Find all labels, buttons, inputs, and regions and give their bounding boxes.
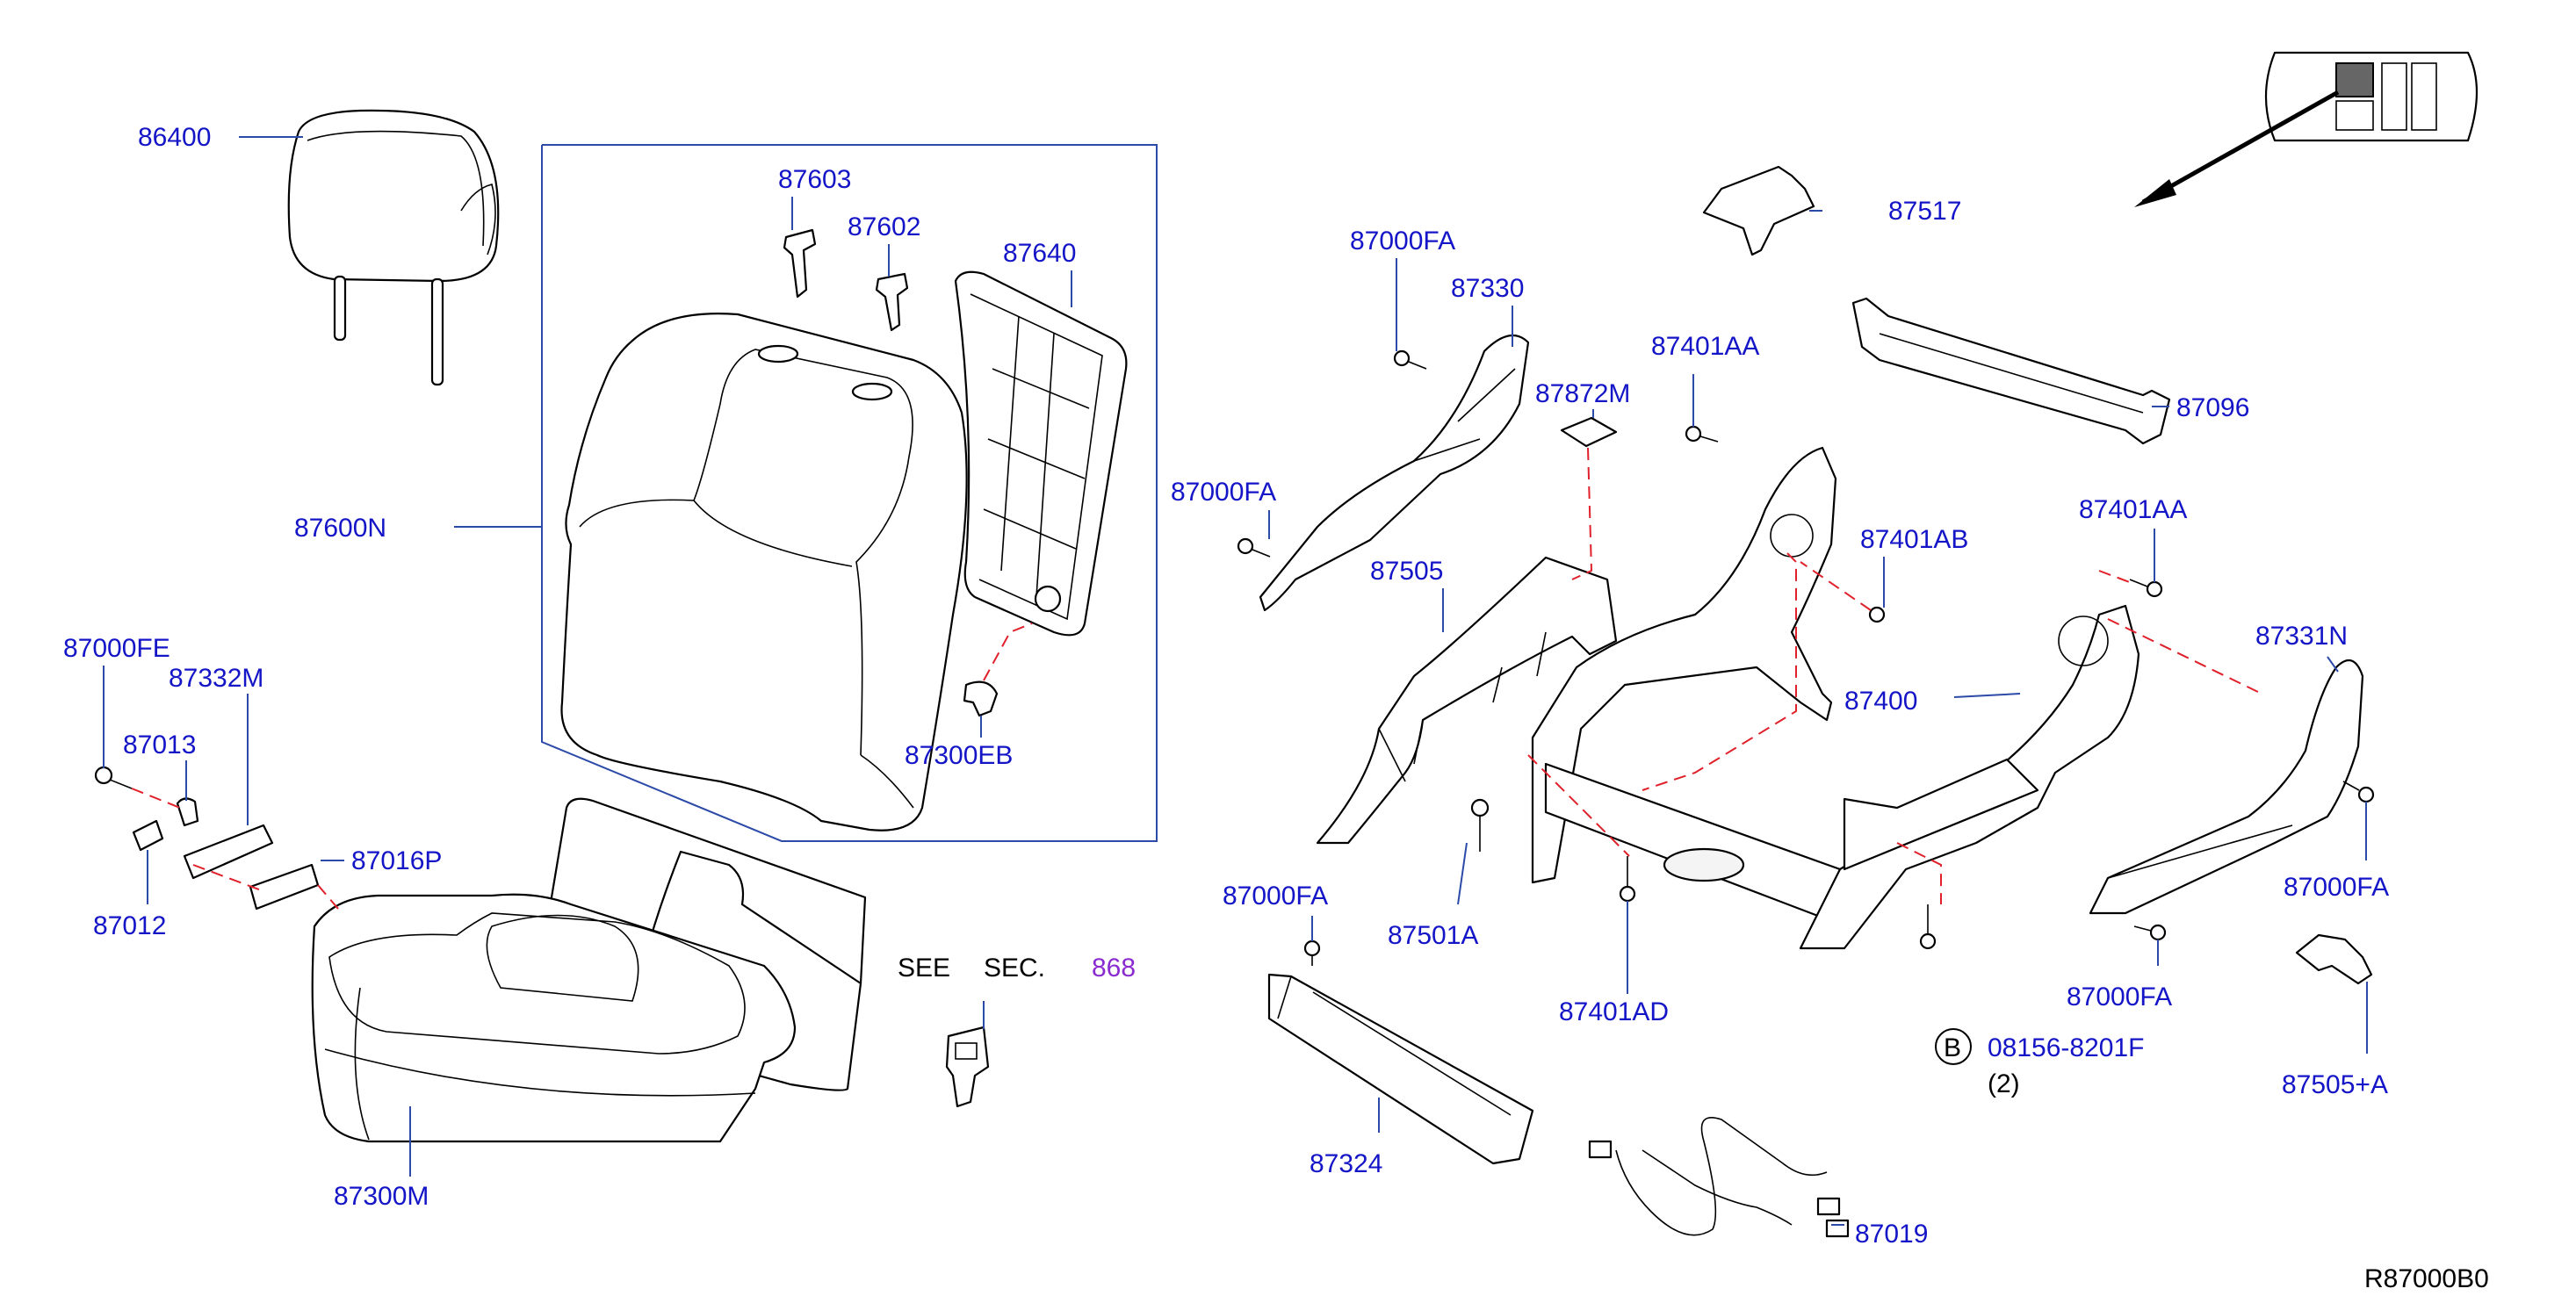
label-87000fa-top: 87000FA <box>1350 227 1455 256</box>
label-87505a: 87505+A <box>2282 1070 2388 1099</box>
bolt-87401ab <box>1800 561 1886 623</box>
label-87872m: 87872M <box>1535 379 1630 408</box>
label-87505: 87505 <box>1370 557 1443 586</box>
label-87332m: 87332M <box>169 664 263 693</box>
label-87000fa-left: 87000FA <box>1171 478 1276 507</box>
label-87000fa-right: 87000FA <box>2284 873 2389 902</box>
label-87401aa-right: 87401AA <box>2079 495 2187 524</box>
section-label: SEC. <box>984 954 1045 983</box>
pin-87602 <box>875 272 909 332</box>
label-87640: 87640 <box>1003 239 1076 268</box>
label-87012: 87012 <box>93 911 166 940</box>
screw-87000fe <box>94 766 181 809</box>
label-87000fa-lowright: 87000FA <box>2067 983 2172 1011</box>
bolt-b-08156 <box>1919 904 1937 950</box>
bolt-ref-letter: B <box>1944 1033 1961 1062</box>
bolt-87000fa-lowright <box>2133 924 2167 941</box>
label-87517: 87517 <box>1888 197 1961 226</box>
label-87019: 87019 <box>1855 1220 1928 1249</box>
label-87016p: 87016P <box>351 846 442 875</box>
label-87300m: 87300M <box>334 1182 429 1211</box>
pin-87603 <box>783 228 817 299</box>
label-87602: 87602 <box>848 212 920 241</box>
cap-87013 <box>176 797 199 827</box>
label-87401aa-top: 87401AA <box>1651 332 1759 361</box>
bolt-ref-part: 08156-8201F <box>1988 1033 2144 1062</box>
label-87000fe: 87000FE <box>63 634 170 663</box>
bolt-87401aa-top <box>1685 425 1719 443</box>
bolt-ref-circle <box>1935 1028 1972 1065</box>
harness-87019 <box>1588 1117 1850 1238</box>
label-87603: 87603 <box>778 165 851 194</box>
clip-87012 <box>132 819 164 852</box>
bracket-87016p <box>192 863 339 911</box>
rail-87096 <box>1851 297 2171 445</box>
vehicle-position-icon <box>2134 51 2479 207</box>
seat-belt-buckle <box>945 1026 990 1108</box>
bolt-ref-qty: (2) <box>1988 1069 2020 1098</box>
bracket-87505a <box>2295 933 2373 985</box>
seatback-rear-panel <box>954 270 1128 637</box>
bolt-87000fa-lower <box>1303 939 1321 966</box>
label-87096: 87096 <box>2176 393 2249 422</box>
seatback-assembly-frame <box>541 144 1158 842</box>
label-87331n: 87331N <box>2255 622 2348 651</box>
cap-87517 <box>1702 165 1815 256</box>
bolt-87401ad <box>1619 856 1636 903</box>
trim-87324 <box>1267 973 1534 1165</box>
headrest <box>287 109 500 386</box>
bolt-87501a <box>1470 798 1490 852</box>
bolt-87000fa-top <box>1393 349 1427 370</box>
label-87400: 87400 <box>1844 687 1917 716</box>
finisher-87330 <box>1259 334 1530 612</box>
label-87324: 87324 <box>1310 1149 1382 1178</box>
finisher-87331n <box>2089 659 2364 915</box>
clip-87300eb <box>963 623 1033 717</box>
pad-87872m <box>1560 416 1618 580</box>
bolt-87000fa-right <box>2342 781 2375 803</box>
diagram-code: R87000B0 <box>2364 1264 2489 1293</box>
bolt-87000fa-left <box>1237 537 1271 558</box>
pad-87332m <box>183 824 274 880</box>
label-87401ad: 87401AD <box>1559 997 1669 1026</box>
label-86400: 86400 <box>138 123 211 152</box>
section-link-868[interactable]: 868 <box>1092 954 1136 983</box>
label-87501a: 87501A <box>1388 921 1478 950</box>
label-87300eb: 87300EB <box>905 741 1013 770</box>
label-87330: 87330 <box>1451 274 1524 303</box>
seat-frame-87400 <box>1531 446 2140 950</box>
label-87401ab: 87401AB <box>1860 525 1968 554</box>
label-87000fa-lower: 87000FA <box>1223 882 1328 911</box>
bolt-87401aa-right <box>2129 579 2163 598</box>
cover-87505 <box>1316 556 1618 845</box>
seatback <box>560 313 968 831</box>
seat-cushion <box>311 797 867 1143</box>
see-label: SEE <box>898 954 950 983</box>
label-87013: 87013 <box>123 731 196 759</box>
label-87600n: 87600N <box>294 514 386 543</box>
